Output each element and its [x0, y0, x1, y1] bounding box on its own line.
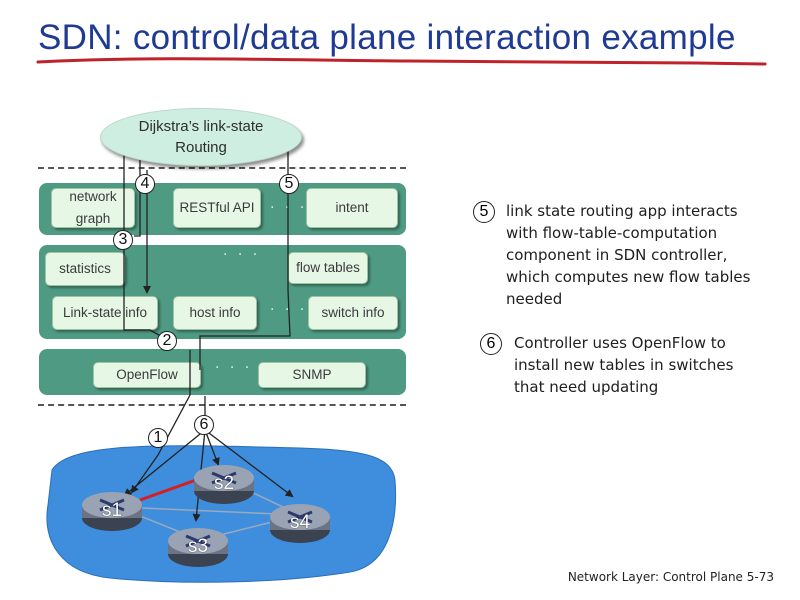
switch-info-box: switch info — [308, 296, 398, 330]
switch-label: s2 — [213, 473, 235, 494]
flow-line-2 — [130, 350, 191, 494]
slide-footer: Network Layer: Control Plane 5-73 — [567, 570, 774, 584]
routing-app-ellipse: Dijkstra’s link-state Routing — [100, 108, 302, 166]
flow-line-3 — [134, 158, 141, 237]
snmp-box: SNMP — [258, 362, 366, 388]
step-badge-3: 3 — [113, 230, 133, 250]
arrow-to-s1 — [123, 429, 206, 497]
switch-s3[interactable]: s3 — [166, 524, 230, 570]
controller-layer-ellipsis-top: . . . — [223, 243, 261, 259]
network-cloud — [46, 445, 397, 583]
openflow-box: OpenFlow — [93, 362, 201, 388]
router-icon — [168, 528, 228, 567]
note-6-badge: 6 — [480, 333, 502, 355]
link-state-info-box: Link-state info — [52, 296, 158, 330]
step-badge-1: 1 — [148, 428, 168, 448]
host-info-box: host info — [173, 296, 257, 330]
top-dashed-separator — [38, 167, 406, 169]
router-icon — [82, 492, 142, 531]
step-badge-5: 5 — [279, 174, 299, 194]
arrow-to-s2 — [204, 429, 220, 466]
title-underline — [36, 57, 767, 66]
slide-title: SDN: control/data plane interaction exam… — [38, 18, 736, 57]
step-badge-6: 6 — [194, 415, 214, 435]
note-5-badge: 5 — [473, 201, 495, 223]
switch-label: s4 — [289, 512, 311, 533]
router-icon — [270, 504, 330, 543]
note-6-text: Controller uses OpenFlow to install new … — [514, 334, 734, 396]
southbound-layer-ellipsis: . . . — [215, 356, 253, 372]
arrow-to-s4 — [204, 429, 294, 498]
router-icon — [194, 465, 254, 504]
step-badge-4: 4 — [135, 174, 155, 194]
intent-box: intent — [306, 188, 398, 228]
flow-line-5 — [199, 150, 291, 370]
link-s1-s2-highlight — [139, 478, 197, 502]
network-graph-box: network graph — [51, 188, 135, 228]
restful-api-box: RESTful API — [173, 188, 261, 228]
step-badge-2: 2 — [157, 331, 177, 351]
controller-layer-ellipsis-bottom: . . . — [270, 298, 308, 314]
app-layer-ellipsis: . . . — [270, 196, 308, 212]
bottom-dashed-separator — [38, 404, 406, 406]
link-s1-s4 — [117, 506, 301, 516]
note-5-text: link state routing app interacts with fl… — [506, 202, 751, 308]
switch-s4[interactable]: s4 — [268, 500, 332, 546]
switch-s2[interactable]: s2 — [192, 461, 256, 507]
switch-s1[interactable]: s1 — [80, 488, 144, 534]
switch-label: s3 — [187, 536, 209, 557]
statistics-box: statistics — [45, 252, 125, 286]
switch-label: s1 — [101, 500, 123, 521]
